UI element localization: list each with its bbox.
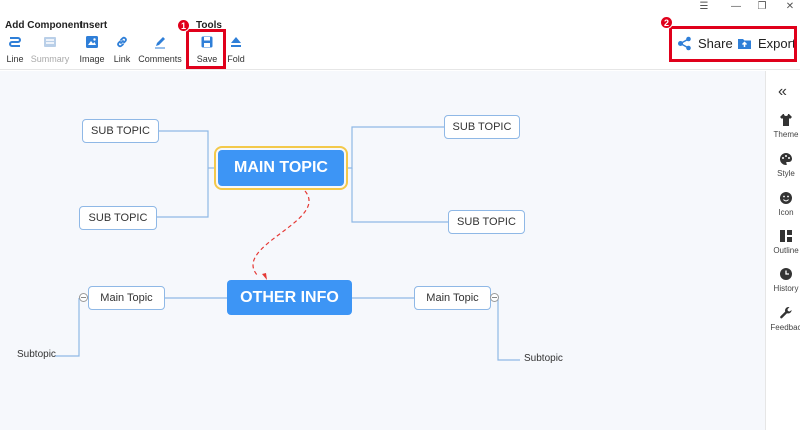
annotation-badge-2: 2 [660, 16, 673, 29]
fold-label: Fold [227, 54, 245, 64]
left-main-topic-node[interactable]: Main Topic [88, 286, 165, 310]
share-button[interactable]: Share [677, 33, 733, 53]
toolbar: Add Component Insert Tools Line Summary … [0, 0, 800, 70]
side-item-theme[interactable]: Theme [766, 113, 800, 139]
collapse-toggle-right[interactable] [490, 293, 499, 302]
line-label: Line [6, 54, 24, 64]
image-icon [86, 36, 98, 48]
side-item-label: Outline [773, 246, 799, 255]
side-item-label: Style [777, 169, 795, 178]
line-icon [9, 37, 21, 47]
relationship-line[interactable] [252, 190, 310, 277]
sub-topic-node[interactable]: SUB TOPIC [82, 119, 159, 143]
side-item-style[interactable]: Style [766, 152, 800, 178]
collapse-panel-icon[interactable]: « [778, 83, 787, 100]
sub-topic-node[interactable]: SUB TOPIC [79, 206, 157, 230]
eject-icon [231, 37, 241, 47]
close-icon[interactable]: ✕ [785, 1, 795, 12]
save-button[interactable]: Save [185, 35, 229, 67]
main-topic-node[interactable]: MAIN TOPIC [214, 146, 348, 190]
side-item-label: Theme [773, 130, 799, 139]
pencil-icon [155, 37, 165, 49]
image-label: Image [79, 54, 105, 64]
group-title-insert: Insert [80, 20, 108, 31]
link-label: Link [113, 54, 131, 64]
right-subtopic-node[interactable]: Subtopic [524, 353, 563, 364]
export-label: Export [758, 35, 796, 51]
image-button[interactable]: Image [70, 35, 114, 67]
other-info-node[interactable]: OTHER INFO [227, 280, 352, 315]
restore-icon[interactable]: ❐ [757, 1, 767, 12]
side-item-label: Icon [778, 208, 794, 217]
comments-label: Comments [138, 54, 182, 64]
left-subtopic-node[interactable]: Subtopic [17, 349, 56, 360]
mind-map-canvas[interactable]: SUB TOPIC SUB TOPIC SUB TOPIC SUB TOPIC … [0, 71, 765, 430]
sub-topic-node[interactable]: SUB TOPIC [448, 210, 525, 234]
side-item-history[interactable]: History [766, 267, 800, 293]
export-folder-icon [738, 38, 751, 49]
side-item-icon[interactable]: Icon [766, 191, 800, 217]
palette-icon [780, 153, 792, 165]
sub-topic-node[interactable]: SUB TOPIC [444, 115, 520, 139]
link-icon [117, 36, 127, 48]
shirt-icon [780, 114, 792, 126]
smiley-icon [780, 192, 792, 204]
clock-icon [780, 268, 792, 280]
share-label: Share [698, 35, 733, 51]
line-button[interactable]: Line [0, 35, 37, 67]
share-icon [678, 36, 691, 50]
side-item-feedback[interactable]: Feedbac [766, 306, 800, 332]
comments-button[interactable]: Comments [138, 35, 182, 67]
collapse-toggle-left[interactable] [79, 293, 88, 302]
side-item-label: History [773, 284, 799, 293]
summary-label: Summary [30, 54, 70, 64]
link-button[interactable]: Link [100, 35, 144, 67]
wrench-icon [780, 307, 792, 319]
group-title-tools: Tools [196, 20, 222, 31]
outline-icon [780, 230, 792, 242]
side-item-label: Feedbac [770, 323, 800, 332]
menu-icon[interactable]: ☰ [699, 1, 709, 12]
save-label: Save [196, 54, 218, 64]
right-side-panel: « Theme Style Icon Outline History Feedb… [765, 71, 800, 430]
fold-button[interactable]: Fold [214, 35, 258, 67]
right-main-topic-node[interactable]: Main Topic [414, 286, 491, 310]
save-icon [201, 36, 213, 48]
export-button[interactable]: Export [737, 33, 796, 53]
annotation-badge-1: 1 [177, 19, 190, 32]
connector-lines [55, 126, 520, 361]
summary-button[interactable]: Summary [28, 35, 72, 67]
summary-icon [44, 37, 56, 47]
group-title-add-component: Add Component [5, 20, 83, 31]
side-item-outline[interactable]: Outline [766, 229, 800, 255]
minimize-icon[interactable]: — [731, 1, 741, 12]
